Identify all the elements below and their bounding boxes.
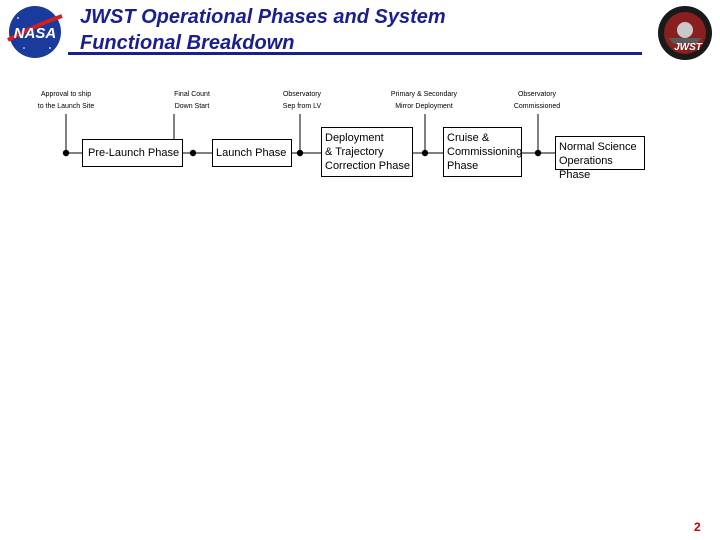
milestone-dot-5 bbox=[534, 149, 542, 157]
milestone-connector-1 bbox=[65, 114, 82, 154]
milestone-label-line2: Down Start bbox=[174, 103, 210, 110]
milestone-dot-2 bbox=[189, 149, 197, 157]
page-title-line1: JWST Operational Phases and System bbox=[80, 6, 446, 28]
milestone-label-line1: Observatory bbox=[517, 91, 557, 98]
phase-label: Pre-Launch Phase bbox=[88, 147, 180, 159]
milestone-label-line2: Sep from LV bbox=[282, 103, 322, 110]
milestone-label-line1: Primary & Secondary bbox=[390, 91, 458, 98]
milestone-label-line1: Observatory bbox=[282, 91, 322, 98]
milestone-label-line2: Mirror Deployment bbox=[395, 103, 453, 110]
phase-box-launch: Launch Phase bbox=[212, 139, 292, 167]
phase-box-cruise-commissioning: Cruise & Commissioning Phase bbox=[443, 127, 522, 177]
milestone-connector-3 bbox=[292, 114, 301, 154]
milestone-label-line2: to the Launch Site bbox=[37, 103, 95, 110]
jwst-logo-text: JWST bbox=[674, 42, 703, 53]
milestone-approval-to-ship: Approval to ship to the Launch Site bbox=[28, 89, 104, 113]
title-underline bbox=[68, 52, 642, 55]
page-title: JWST Operational Phases and System Funct… bbox=[80, 4, 446, 56]
milestone-final-count-down: Final Count Down Start bbox=[160, 89, 224, 113]
milestone-label-line1: Approval to ship bbox=[40, 91, 92, 98]
phase-label: Normal Science Operations Phase bbox=[559, 141, 637, 181]
milestone-dot-4 bbox=[421, 149, 429, 157]
phase-box-pre-launch: Pre-Launch Phase bbox=[82, 139, 183, 167]
milestone-observatory-commissioned: Observatory Commissioned bbox=[504, 89, 570, 113]
phase-label: Launch Phase bbox=[216, 147, 287, 159]
phase-box-normal-science: Normal Science Operations Phase bbox=[555, 136, 645, 181]
milestone-label-line2: Commissioned bbox=[513, 103, 561, 110]
phase-box-deployment: Deployment & Trajectory Correction Phase bbox=[321, 127, 413, 177]
milestone-observatory-sep: Observatory Sep from LV bbox=[270, 89, 334, 113]
phase-label: Cruise & Commissioning Phase bbox=[447, 132, 523, 172]
milestone-label-line1: Final Count bbox=[174, 91, 210, 98]
phase-label: Deployment & Trajectory Correction Phase bbox=[325, 132, 410, 172]
page-title-line2: Functional Breakdown bbox=[80, 32, 295, 54]
page-number: 2 bbox=[694, 520, 701, 534]
milestone-mirror-deployment: Primary & Secondary Mirror Deployment bbox=[378, 89, 470, 113]
jwst-mission-patch-logo: JWST bbox=[658, 6, 712, 60]
nasa-logo: NASA bbox=[7, 6, 63, 58]
milestone-dot-1 bbox=[62, 149, 70, 157]
milestone-dot-3 bbox=[296, 149, 304, 157]
nasa-logo-text: NASA bbox=[14, 25, 57, 42]
